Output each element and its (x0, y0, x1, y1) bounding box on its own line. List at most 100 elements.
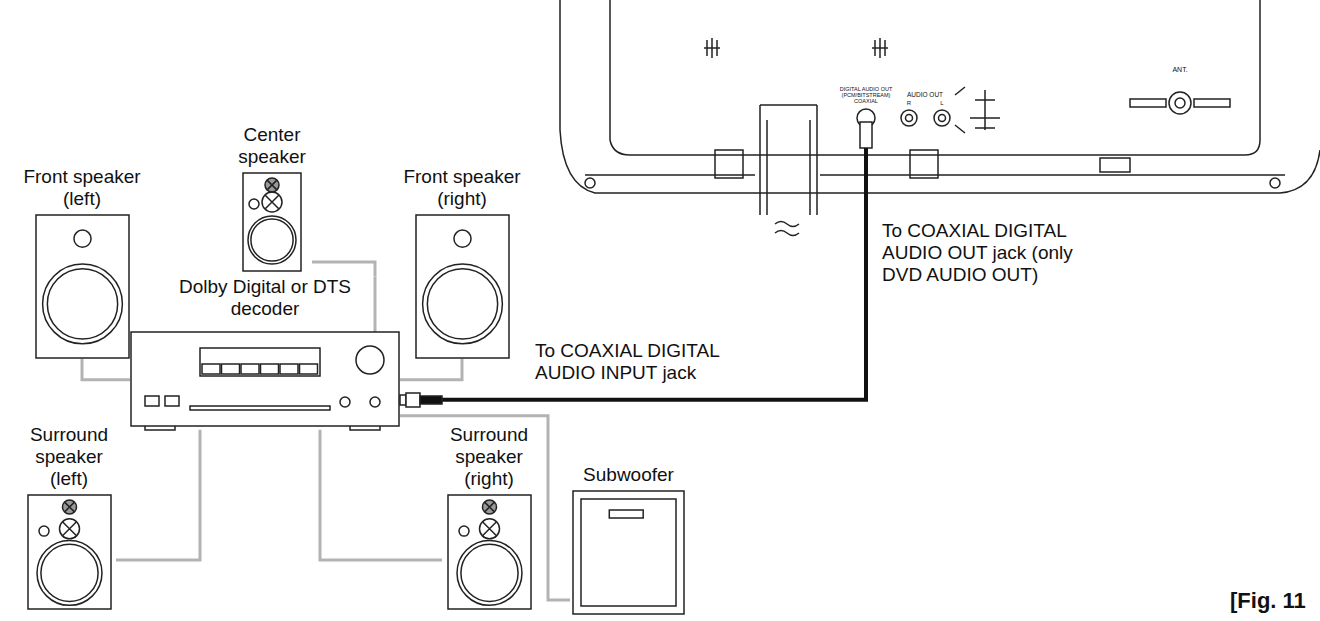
tv-slot (1100, 158, 1130, 172)
channel-label: R (903, 100, 915, 106)
tweeter (482, 500, 496, 514)
decoder-body (131, 332, 399, 426)
speaker-label: Dolby Digital or DTS decoder (173, 276, 357, 320)
tv-panel (610, 0, 1260, 155)
jack-label: ANT. (1165, 66, 1195, 73)
small-figure (242, 172, 302, 272)
audio-jack-l (939, 115, 946, 122)
surround-speaker: Surround speaker (left) (22, 424, 116, 610)
subwoofer-cabinet (573, 491, 684, 614)
speaker-label: Center speaker (232, 124, 312, 168)
surround-speaker: Surround speaker (right) (442, 424, 536, 610)
tv-base-line (585, 174, 1285, 176)
knob (370, 397, 380, 407)
antenna-jack (1169, 92, 1191, 114)
tv-housing (560, 0, 1320, 193)
break-mark (775, 222, 799, 236)
screw-hole (1270, 178, 1280, 188)
decoder: Dolby Digital or DTS decoder (130, 276, 400, 430)
midrange (262, 192, 282, 212)
speaker-label: Surround speaker (right) (442, 424, 536, 490)
display (200, 348, 320, 376)
tweeter (62, 500, 76, 514)
speaker-wire (82, 359, 130, 380)
speaker-wire (312, 262, 375, 276)
tweeter (265, 178, 279, 192)
woofer (457, 540, 522, 605)
button (241, 364, 259, 374)
subwoofer-slot (609, 510, 643, 518)
coaxial-cable (400, 200, 866, 400)
tv-back-panel (560, 0, 1320, 236)
small-figure (27, 494, 112, 610)
tv-stand-cord (760, 105, 817, 215)
subwoofer-panel (581, 499, 676, 606)
speaker-label: Subwoofer (570, 464, 687, 486)
speaker-cabinet (448, 495, 531, 609)
button (280, 364, 298, 374)
tv-tab (910, 150, 938, 178)
small-figure (447, 494, 532, 610)
driver-cross (64, 502, 74, 512)
disc-slot (190, 406, 330, 410)
tweeter (453, 230, 470, 247)
driver-cross (484, 502, 494, 512)
speaker-cabinet (243, 173, 301, 271)
volume-knob (356, 346, 384, 374)
subwoofer: Subwoofer (570, 464, 687, 615)
power-socket (970, 90, 1000, 130)
woofer (37, 540, 102, 605)
coaxial-plug (406, 393, 420, 407)
button (145, 396, 159, 406)
speaker-cabinet (416, 215, 509, 358)
tv-stand-cord (767, 120, 810, 215)
speaker-wire (320, 430, 442, 560)
audio-jack-l (934, 110, 950, 126)
driver-cross (265, 195, 279, 209)
screw-hole (585, 178, 595, 188)
button (300, 364, 318, 374)
port (459, 526, 469, 536)
midrange (59, 518, 79, 538)
speaker-wire (374, 276, 377, 332)
tv-connector (704, 38, 720, 58)
front-speaker: Front speaker (right) (390, 166, 534, 359)
tweeter (73, 230, 90, 247)
decoder-figure (130, 324, 400, 430)
speaker-cabinet (28, 495, 111, 609)
woofer (40, 544, 97, 601)
jack-label: AUDIO OUT (900, 92, 950, 99)
front-speaker: Front speaker (left) (10, 166, 154, 359)
speaker-cabinet (36, 215, 129, 358)
antenna-bar (1194, 99, 1230, 107)
coaxial-plug (860, 122, 872, 148)
driver-cross (482, 521, 496, 535)
port (249, 199, 259, 209)
speaker-label: Front speaker (right) (390, 166, 534, 210)
front-figure (415, 214, 510, 359)
speaker-wire (400, 359, 462, 380)
antenna-bar (1130, 99, 1166, 107)
callout-text: To COAXIAL DIGITAL AUDIO INPUT jack (535, 340, 755, 384)
woofer (427, 268, 497, 338)
sub-figure (572, 490, 685, 615)
driver-cross (62, 521, 76, 535)
audio-jack-r (906, 115, 913, 122)
tv-rear-panel: DIGITAL AUDIO OUT (PCM/BITSTREAM) COAXIA… (555, 0, 1320, 200)
tv-tab (715, 150, 743, 178)
speaker-wire (116, 430, 200, 560)
audio-jack-r (901, 110, 917, 126)
figure-number: [Fig. 11 (1230, 588, 1306, 613)
jack-label: DIGITAL AUDIO OUT (PCM/BITSTREAM) COAXIA… (836, 87, 896, 104)
knob (340, 397, 350, 407)
front-figure (35, 214, 130, 359)
coaxial-plug (420, 396, 442, 404)
coaxial-cable (864, 148, 868, 200)
coaxial-input-jack (400, 395, 406, 405)
power-socket (955, 87, 965, 133)
midrange (479, 518, 499, 538)
port (39, 526, 49, 536)
callout-text: To COAXIAL DIGITAL AUDIO OUT jack (only … (882, 220, 1102, 286)
woofer (42, 264, 122, 344)
